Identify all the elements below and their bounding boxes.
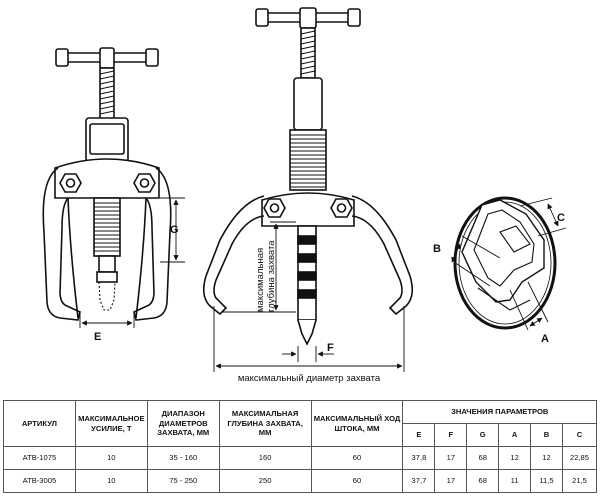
cell-param-c: 21,5 xyxy=(561,469,598,493)
puller-technical-drawing: G E xyxy=(42,7,567,384)
max-depth-label-line2: глубина захвата xyxy=(266,240,277,312)
max-depth-label-line1: максимальная xyxy=(255,248,266,312)
header-diameter-range: ДИАПАЗОН ДИАМЕТРОВ ЗАХВАТА, ММ xyxy=(146,400,220,447)
table-row: АТВ-1075 10 35 - 160 160 60 37,8 17 68 1… xyxy=(3,446,598,470)
cell-param-a: 11 xyxy=(498,469,532,493)
cell-force: 10 xyxy=(74,446,148,470)
dim-label-e: E xyxy=(94,331,101,343)
param-col-e: E xyxy=(402,423,436,447)
param-col-a: A xyxy=(498,423,532,447)
dim-label-b: B xyxy=(433,243,441,255)
cell-param-e: 37,7 xyxy=(402,469,436,493)
cell-depth: 250 xyxy=(218,469,312,493)
side-view-puller xyxy=(202,7,414,372)
cell-depth: 160 xyxy=(218,446,312,470)
cell-range: 35 - 160 xyxy=(146,446,220,470)
header-article: АРТИКУЛ xyxy=(3,400,76,447)
param-col-c: C xyxy=(561,423,598,447)
cell-param-c: 22,85 xyxy=(561,446,598,470)
cell-stroke: 60 xyxy=(310,469,404,493)
cell-param-b: 11,5 xyxy=(530,469,563,493)
cell-param-f: 17 xyxy=(434,469,468,493)
dim-label-c: C xyxy=(557,212,565,224)
specification-table: АРТИКУЛ МАКСИМАЛЬНОЕ УСИЛИЕ, Т ДИАПАЗОН … xyxy=(3,400,598,493)
front-view-puller xyxy=(42,47,185,328)
param-col-g: G xyxy=(466,423,500,447)
header-max-depth: МАКСИМАЛЬНАЯ ГЛУБИНА ЗАХВАТА, ММ xyxy=(218,400,312,447)
cell-force: 10 xyxy=(74,469,148,493)
header-max-stroke: МАКСИМАЛЬНЫЙ ХОД ШТОКА, ММ xyxy=(310,400,404,447)
header-max-force: МАКСИМАЛЬНОЕ УСИЛИЕ, Т xyxy=(74,400,148,447)
jaw-detail-view xyxy=(451,196,567,331)
max-diameter-label: максимальный диаметр захвата xyxy=(238,373,381,384)
cell-param-f: 17 xyxy=(434,446,468,470)
dim-label-g: G xyxy=(170,224,179,236)
param-col-b: B xyxy=(530,423,563,447)
dim-label-a: A xyxy=(541,333,549,345)
dim-label-f: F xyxy=(327,342,334,354)
cell-param-e: 37,8 xyxy=(402,446,436,470)
cell-param-g: 68 xyxy=(466,446,500,470)
cell-article: АТВ-3005 xyxy=(3,469,76,493)
cell-param-a: 12 xyxy=(498,446,532,470)
header-parameter-values: ЗНАЧЕНИЯ ПАРАМЕТРОВ xyxy=(402,400,597,424)
cell-range: 75 - 250 xyxy=(146,469,220,493)
cell-param-b: 12 xyxy=(530,446,563,470)
table-row: АТВ-3005 10 75 - 250 250 60 37,7 17 68 1… xyxy=(3,469,598,493)
cell-article: АТВ-1075 xyxy=(3,446,76,470)
param-col-f: F xyxy=(434,423,468,447)
cell-param-g: 68 xyxy=(466,469,500,493)
cell-stroke: 60 xyxy=(310,446,404,470)
